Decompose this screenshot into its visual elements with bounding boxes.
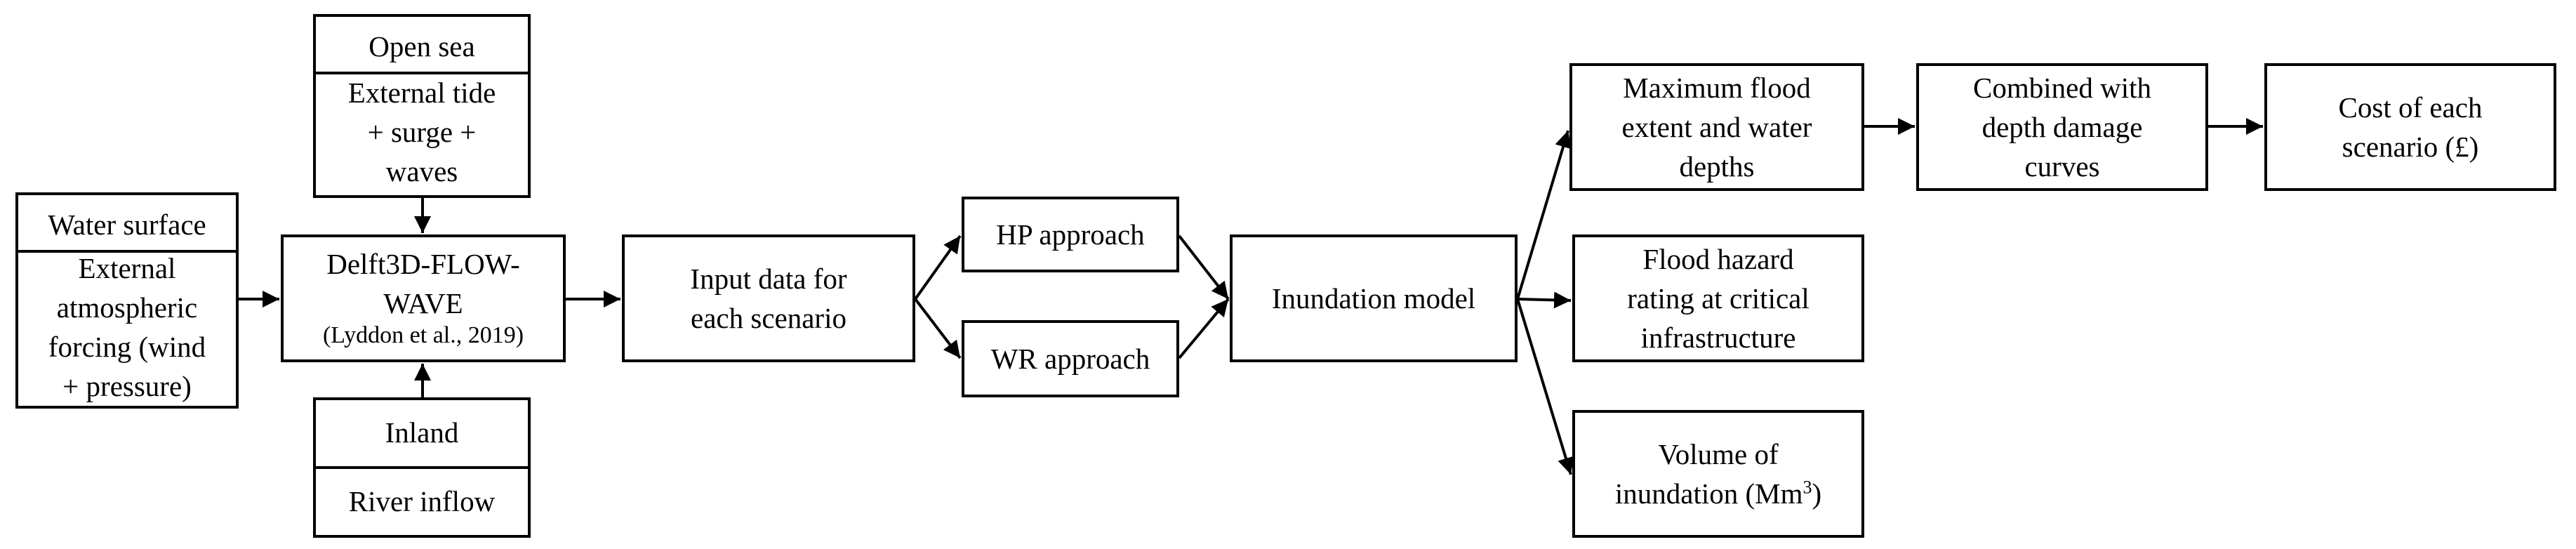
wr-approach-label: WR approach bbox=[990, 343, 1150, 375]
volume-label-closing: ) bbox=[1812, 477, 1822, 510]
open-sea-box: Open sea External tide + surge + waves bbox=[313, 14, 531, 198]
hp-approach-label: HP approach bbox=[996, 218, 1145, 251]
inland-box: Inland River inflow bbox=[313, 397, 531, 538]
input-data-box: Input data for each scenario bbox=[622, 234, 915, 362]
arrow-inundation-to-hazard bbox=[1517, 291, 1572, 309]
water-surface-divider bbox=[18, 250, 236, 253]
volume-box: Volume of inundation (Mm3) bbox=[1572, 410, 1864, 538]
water-surface-box: Water surface External atmospheric forci… bbox=[15, 192, 239, 409]
water-surface-header: Water surface bbox=[48, 209, 206, 241]
open-sea-header: Open sea bbox=[369, 30, 475, 62]
volume-label-line1: Volume of bbox=[1658, 438, 1779, 470]
inundation-model-box: Inundation model bbox=[1230, 234, 1518, 362]
inundation-model-label: Inundation model bbox=[1271, 282, 1476, 315]
combined-box: Combined with depth damage curves bbox=[1916, 63, 2208, 191]
max-flood-label: Maximum flood extent and water depths bbox=[1621, 72, 1812, 183]
volume-label: Volume of inundation (Mm3) bbox=[1575, 435, 1861, 513]
river-inflow-label: River inflow bbox=[348, 485, 496, 517]
flood-hazard-label: Flood hazard rating at critical infrastr… bbox=[1627, 243, 1810, 354]
atmospheric-forcing-label: External atmospheric forcing (wind + pre… bbox=[48, 252, 206, 402]
hp-approach-box: HP approach bbox=[962, 197, 1179, 272]
input-data-label: Input data for each scenario bbox=[690, 263, 847, 334]
arrow-hp-to-inundation bbox=[1178, 234, 1230, 300]
arrow-inundation-to-volume bbox=[1516, 298, 1574, 475]
external-tide-label: External tide + surge + waves bbox=[347, 77, 496, 187]
delft3d-title: Delft3D-FLOW- WAVE bbox=[326, 248, 520, 319]
open-sea-divider bbox=[316, 72, 528, 74]
arrow-input-to-hp bbox=[914, 234, 962, 300]
arrow-wr-to-inundation bbox=[1178, 298, 1230, 359]
max-flood-box: Maximum flood extent and water depths bbox=[1569, 63, 1864, 191]
delft3d-box: Delft3D-FLOW- WAVE (Lyddon et al., 2019) bbox=[281, 234, 566, 362]
combined-label: Combined with depth damage curves bbox=[1973, 72, 2151, 183]
inland-header: Inland bbox=[385, 416, 459, 449]
inland-divider bbox=[316, 466, 528, 469]
flood-hazard-box: Flood hazard rating at critical infrastr… bbox=[1572, 234, 1864, 362]
arrow-input-to-wr bbox=[914, 298, 962, 359]
wr-approach-box: WR approach bbox=[962, 320, 1179, 397]
arrow-inundation-to-max-flood bbox=[1516, 130, 1572, 300]
volume-superscript: 3 bbox=[1802, 477, 1812, 498]
volume-label-line2: inundation (Mm bbox=[1614, 477, 1803, 510]
delft3d-citation: (Lyddon et al., 2019) bbox=[322, 322, 524, 348]
cost-box: Cost of each scenario (£) bbox=[2264, 63, 2556, 191]
cost-label: Cost of each scenario (£) bbox=[2338, 91, 2483, 163]
